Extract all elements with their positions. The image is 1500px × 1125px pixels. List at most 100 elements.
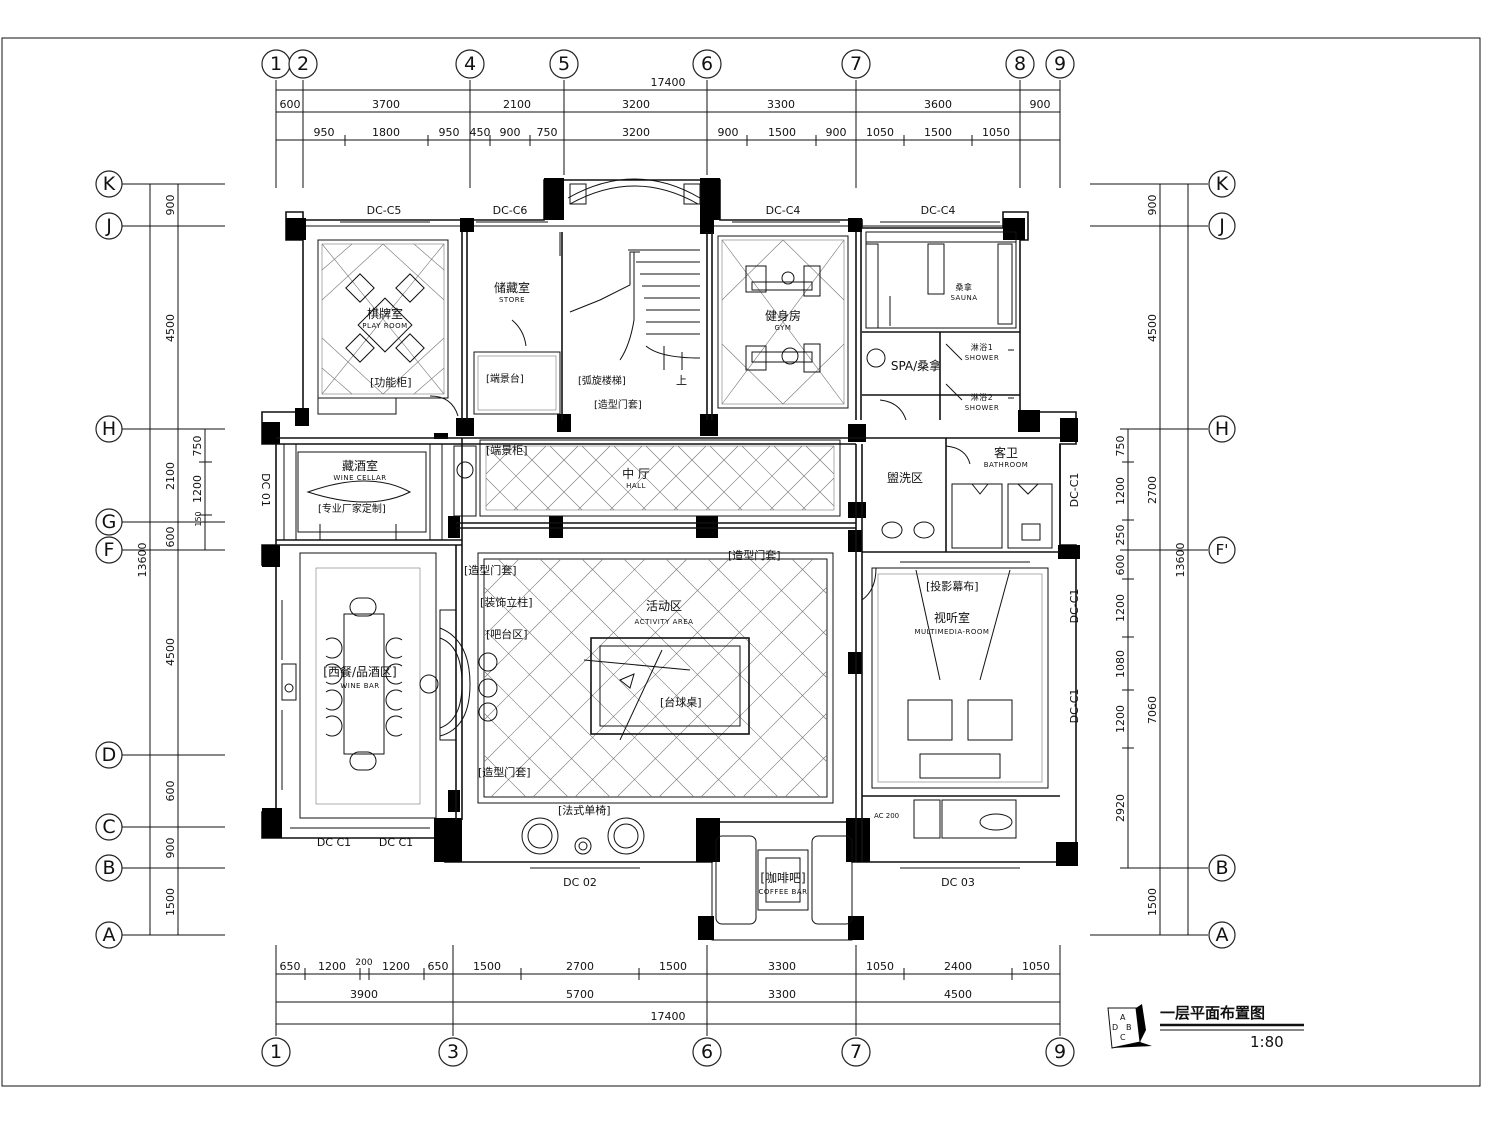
pattern-line	[791, 558, 828, 595]
label-deco-column: [装饰立柱]	[480, 595, 533, 609]
dim: 900	[718, 126, 739, 139]
grid-label: 7	[850, 1041, 862, 1063]
grid-bubble-top-1: 1	[261, 49, 291, 79]
dim: 4500	[944, 988, 972, 1001]
dim: 250	[1114, 525, 1127, 546]
dim: 3300	[768, 988, 796, 1001]
grid-left: K J H G F D C B A	[95, 170, 123, 949]
grid-label: F'	[1216, 541, 1229, 559]
room-name-gym: 健身房	[765, 308, 801, 323]
pattern-line	[483, 586, 695, 798]
label-bar-area: [吧台区]	[486, 627, 528, 641]
grid-label: 6	[701, 1041, 713, 1063]
floor-patterns	[299, 235, 1049, 819]
drawing-scale: 1:80	[1250, 1033, 1284, 1051]
dim: 900	[1146, 195, 1159, 216]
grid-bubble-left-H: H	[95, 415, 123, 443]
window-tag: DC 01	[259, 473, 272, 507]
dim: 1500	[659, 960, 687, 973]
left-dimensions: 13600 900 4500 2100 600 4500 600 900 150…	[122, 183, 225, 936]
room-name-hall: 中 厅	[622, 466, 650, 481]
dim: 3200	[622, 126, 650, 139]
dim: 650	[428, 960, 449, 973]
grid-bubble-bottom-7: 7	[841, 1037, 871, 1067]
room-en-wine: WINE CELLAR	[333, 474, 386, 482]
label-door-frame-4: [造型门套]	[478, 765, 531, 779]
pattern-line	[490, 558, 730, 798]
window-tag: DC-C1	[1068, 689, 1081, 724]
room-name-wine: 藏酒室	[342, 458, 378, 473]
grid-bubble-top-8: 8	[1005, 49, 1035, 79]
pattern-line	[784, 754, 828, 798]
dim: 3600	[924, 98, 952, 111]
dim: 2920	[1114, 794, 1127, 822]
dim: 13600	[1174, 543, 1187, 578]
room-name-activity: 活动区	[646, 599, 682, 613]
grid-label: 4	[464, 53, 476, 75]
pattern-line	[709, 445, 775, 511]
window-tag: DC C1	[379, 836, 413, 849]
walls	[261, 178, 1080, 941]
grid-label: 9	[1054, 1041, 1066, 1063]
dim: 1200	[318, 960, 346, 973]
window-tags: DC-C5 DC-C6 DC-C4 DC-C4 DC C1 DC C1 DC 0…	[259, 204, 1081, 889]
grid-bubble-top-6: 6	[692, 49, 722, 79]
pattern-line	[483, 558, 604, 679]
grid-label: F	[104, 539, 115, 561]
grid-bubble-left-F: F	[95, 536, 123, 564]
pattern-line	[616, 586, 828, 798]
pattern-line	[539, 558, 779, 798]
grid-label: H	[102, 418, 116, 440]
dim: 1200	[1114, 594, 1127, 622]
room-en-hall: HALL	[626, 482, 646, 490]
room-name-chess: 棋牌室	[367, 306, 403, 321]
av-seats	[900, 561, 1030, 779]
badge-letter: A	[1120, 1013, 1126, 1022]
dim: 950	[314, 126, 335, 139]
grid-label: 9	[1054, 53, 1066, 75]
room-name-shower2: 淋浴2	[971, 392, 994, 402]
window-tag: DC-C4	[766, 204, 801, 217]
room-en-gym: GYM	[775, 324, 792, 332]
pattern-line	[581, 445, 647, 511]
pattern-line	[700, 670, 828, 798]
window-tag: DC-C1	[1068, 473, 1081, 508]
title-block: A D B C 一层平面布置图 1:80	[1107, 1004, 1304, 1051]
dim: 600	[1114, 555, 1127, 576]
badge-letter: D	[1112, 1023, 1118, 1032]
dim: 1500	[924, 126, 952, 139]
dim: 950	[439, 126, 460, 139]
dim-bottom-total: 17400	[651, 1010, 686, 1023]
dim: 1200	[1114, 705, 1127, 733]
pattern-line	[545, 445, 611, 511]
sauna-area	[865, 231, 1017, 329]
dim: 2100	[503, 98, 531, 111]
dim: 150	[194, 511, 203, 526]
label-door-frame-3: [造型门套]	[464, 563, 517, 577]
room-en-chess: PLAY ROOM	[362, 322, 407, 330]
coffee-bar	[715, 835, 853, 925]
dim: 1500	[473, 960, 501, 973]
pool-table	[583, 637, 750, 741]
pattern-line	[581, 558, 821, 798]
dim: 600	[280, 98, 301, 111]
pattern-line	[549, 445, 615, 511]
label-up: 上	[676, 374, 687, 387]
dim: 1500	[768, 126, 796, 139]
right-dimensions: 13600 900 4500 2700 7060 1500 750 1200 2…	[1090, 183, 1208, 936]
room-en-coffee: COFFEE BAR	[759, 888, 808, 896]
grid-bubble-right-H: H	[1208, 415, 1236, 443]
window-tag: DC 02	[563, 876, 597, 889]
pattern-line	[769, 445, 835, 511]
grid-bubble-bottom-6: 6	[692, 1037, 722, 1067]
dim: 900	[164, 838, 177, 859]
room-en-winebar: WINE BAR	[340, 682, 379, 690]
window-tag: DC C1	[317, 836, 351, 849]
dim: 7060	[1146, 696, 1159, 724]
dim: 13600	[136, 543, 149, 578]
dim: 3300	[768, 960, 796, 973]
dim: 1200	[191, 475, 204, 503]
wine-cellar-furniture	[283, 443, 443, 541]
room-en-store: STORE	[499, 296, 525, 304]
